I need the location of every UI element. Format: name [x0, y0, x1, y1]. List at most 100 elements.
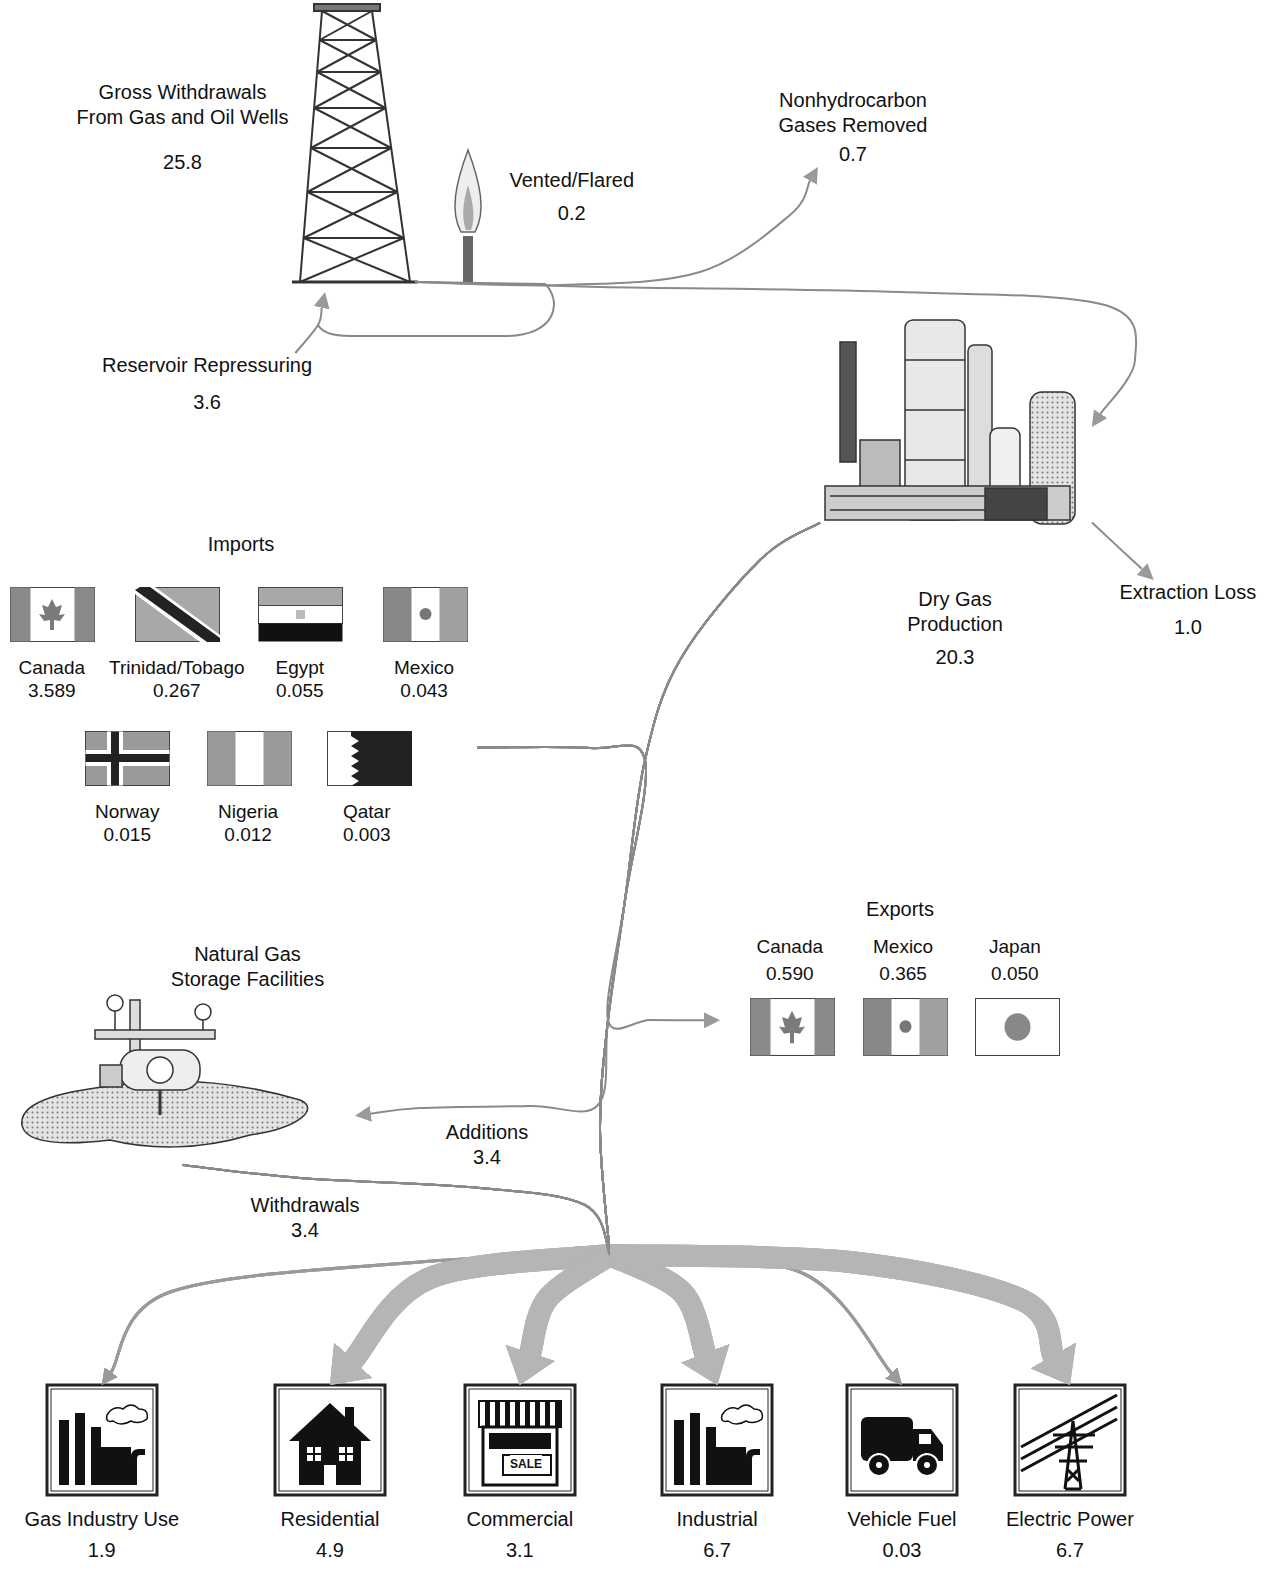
consumer-icons-part-part	[851, 1389, 953, 1491]
node-label: Trinidad/Tobago	[109, 656, 245, 679]
repressuring-loop	[318, 282, 554, 336]
flag-icons-part	[751, 999, 835, 1056]
node-value: 0.012	[218, 823, 278, 846]
flow-connector	[183, 1165, 611, 1353]
flow-connector	[371, 523, 820, 1114]
flow-line	[600, 523, 820, 1255]
consumer-icons-part-part	[666, 1389, 768, 1491]
flow-line	[371, 523, 820, 1114]
country-node: Mexico 0.365	[873, 935, 933, 985]
node-label: Gas Industry Use	[25, 1507, 180, 1532]
flow-arrow	[610, 1255, 1053, 1355]
node-value: 4.9	[281, 1538, 380, 1563]
node-label: Nigeria	[218, 800, 278, 823]
loss-node: Vented/Flared0.2	[510, 168, 635, 226]
node-label: Canada	[757, 935, 824, 958]
flow-connector	[353, 523, 820, 1361]
flow-connector	[111, 745, 646, 1372]
node-label: Egypt	[276, 656, 325, 679]
node-value: 20.3	[890, 645, 1020, 670]
node-value: 0.267	[109, 679, 245, 702]
storage-drawing	[22, 995, 308, 1147]
consumer-icons-part-part	[47, 1385, 157, 1495]
storage-drawing-part	[202, 1020, 204, 1030]
node-label: Canada	[19, 656, 86, 679]
node-label: Industrial	[677, 1507, 758, 1532]
flow-arrow	[530, 1255, 610, 1353]
storage-drawing-part	[114, 1011, 116, 1030]
consumer-icons-part	[1021, 1395, 1117, 1489]
derrick-brace	[314, 72, 380, 108]
flow-line	[477, 745, 646, 1255]
flow-line	[415, 282, 1136, 414]
processing-plant-drawing-part	[830, 495, 985, 497]
processing-plant-drawing-part	[905, 459, 965, 461]
derrick-drawing-part	[292, 281, 418, 284]
country-node: Japan0.050	[989, 935, 1041, 985]
flow-label: Withdrawals 3.4	[246, 1193, 364, 1243]
derrick-brace	[304, 237, 404, 239]
country-node: Canada3.589	[19, 656, 86, 702]
consumer-icons-part	[47, 1385, 1125, 1495]
flow-connector	[353, 745, 646, 1360]
storage-drawing-part	[100, 1065, 122, 1087]
flow-line	[183, 1165, 611, 1255]
node-label: Mexico	[873, 935, 933, 958]
processing-plant-drawing-part	[830, 509, 985, 511]
consumer-node: Electric Power 6.7	[1006, 1385, 1134, 1563]
derrick-brace	[317, 71, 381, 73]
flow-arrow	[353, 1255, 610, 1360]
node-label: Electric Power	[1006, 1507, 1134, 1532]
flow-arrow	[610, 1255, 1053, 1355]
flare-drawing-part	[463, 185, 473, 230]
derrick-brace	[307, 192, 404, 238]
flow-line	[600, 523, 820, 1255]
flow-connector	[600, 523, 1053, 1356]
plant-node: Dry Gas Production 20.3	[820, 312, 1092, 672]
flow-connector	[183, 1165, 892, 1373]
country-node: Nigeria0.012	[218, 800, 278, 846]
country-node: Mexico0.043	[394, 656, 454, 702]
node-label: Residential	[281, 1507, 380, 1532]
flow-arrow	[610, 1255, 705, 1353]
text-group: Exports	[720, 897, 1080, 922]
node-label: Extraction Loss	[1120, 580, 1257, 605]
derrick-brace	[317, 72, 386, 108]
consumer-icons	[47, 1385, 1125, 1495]
node-label: Dry Gas Production	[890, 587, 1020, 637]
flow-arrow	[610, 1255, 1053, 1355]
derrick-brace	[322, 11, 376, 40]
flag-icons-part	[208, 732, 292, 786]
processing-plant-drawing-part	[825, 486, 1070, 520]
loop-node: Reservoir Repressuring3.6	[102, 353, 312, 415]
source-node: Gross Withdrawals From Gas and Oil Wells…	[55, 5, 415, 292]
node-label: Vented/Flared	[510, 168, 635, 193]
flag-icons-part	[86, 732, 170, 786]
flow-label: Additions 3.4	[437, 1120, 537, 1170]
node-value: 0.7	[766, 142, 941, 167]
node-value: 3.589	[19, 679, 86, 702]
derrick-drawing	[292, 4, 418, 282]
derrick-drawing-part	[314, 4, 380, 11]
node-value: 3.6	[102, 390, 312, 415]
consumer-icons-part-part	[662, 1385, 772, 1495]
consumer-node: Gas Industry Use 1.9	[25, 1385, 180, 1563]
node-value: 0.050	[989, 962, 1041, 985]
country-node: Trinidad/Tobago0.267	[109, 656, 245, 702]
storage-node: Natural Gas Storage Facilities	[10, 940, 355, 1165]
node-value: 0.365	[873, 962, 933, 985]
flow-line	[600, 523, 820, 1255]
derrick-brace	[304, 192, 398, 238]
flag-icons-part	[259, 588, 343, 642]
sign-text: SALE	[510, 1455, 542, 1473]
flow-line	[183, 1165, 611, 1255]
node-value: 1.9	[25, 1538, 180, 1563]
processing-plant-drawing-part	[860, 440, 900, 490]
node-value: 6.7	[1006, 1538, 1134, 1563]
consumer-icons-part	[674, 1405, 762, 1485]
storage-drawing-part	[22, 1081, 308, 1147]
flow-line	[477, 745, 646, 1255]
flow-arrow	[111, 1255, 610, 1372]
consumer-icons-part	[289, 1403, 371, 1485]
